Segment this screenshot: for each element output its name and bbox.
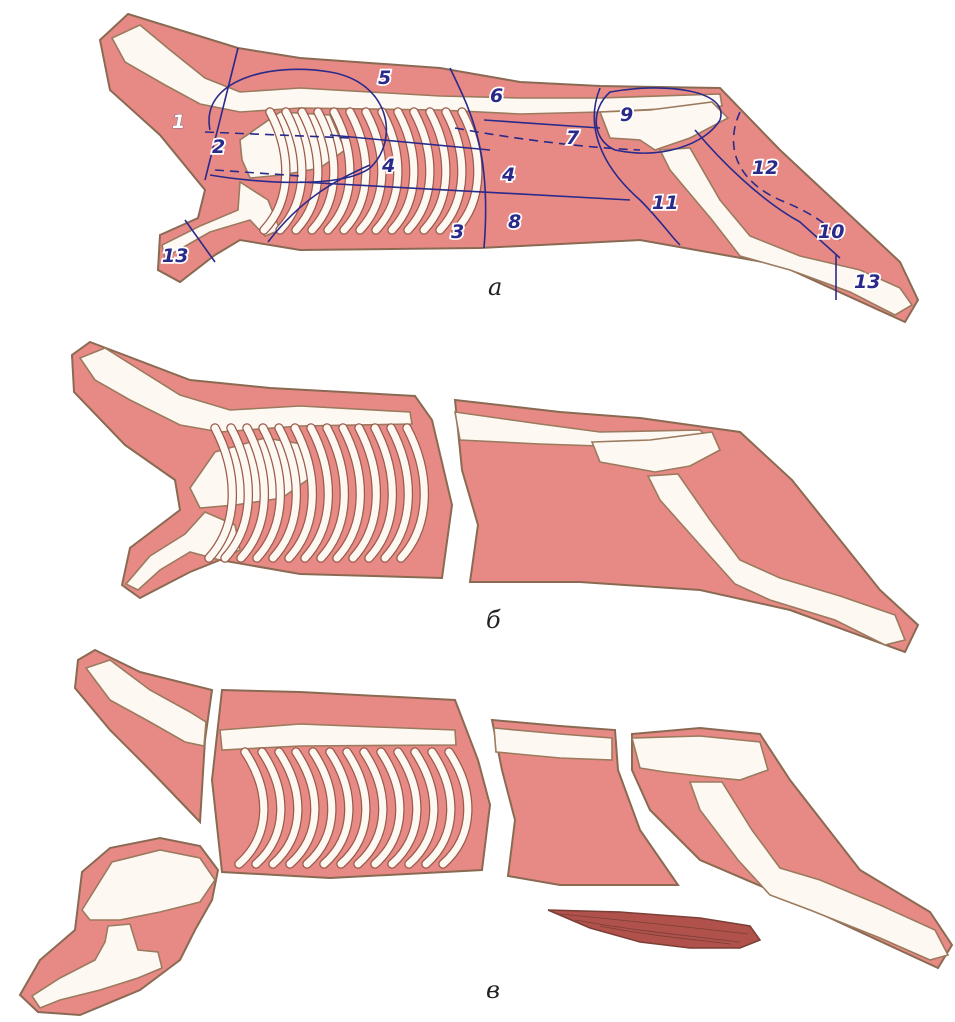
cut-label-3: 3 bbox=[451, 221, 464, 243]
panel-a-whole-carcass: 1 2 3 4 4 5 6 7 8 9 10 11 12 13 13 а bbox=[100, 14, 918, 322]
panel-b-two-parts: б bbox=[72, 342, 918, 652]
cut-label-4-rear: 4 bbox=[501, 164, 515, 186]
cut-label-13-front: 13 bbox=[162, 245, 188, 267]
cut-label-13-rear: 13 bbox=[854, 271, 880, 293]
cut-label-9: 9 bbox=[620, 104, 633, 126]
panel-c-separated-cuts: в bbox=[20, 650, 952, 1015]
cut-label-6: 6 bbox=[490, 85, 503, 107]
cut-label-7: 7 bbox=[566, 127, 580, 149]
caption-b: б bbox=[486, 606, 501, 634]
cut-label-12: 12 bbox=[752, 157, 778, 179]
cut-label-11: 11 bbox=[652, 192, 678, 214]
cut-label-10: 10 bbox=[818, 221, 844, 243]
cut-label-2: 2 bbox=[212, 136, 225, 158]
cut-label-4-front: 4 bbox=[381, 155, 395, 177]
cut-label-8: 8 bbox=[508, 211, 521, 233]
caption-c: в bbox=[486, 976, 500, 1004]
cut-label-5: 5 bbox=[378, 67, 391, 89]
cut-label-1: 1 bbox=[172, 111, 185, 133]
caption-a: а bbox=[488, 273, 502, 301]
